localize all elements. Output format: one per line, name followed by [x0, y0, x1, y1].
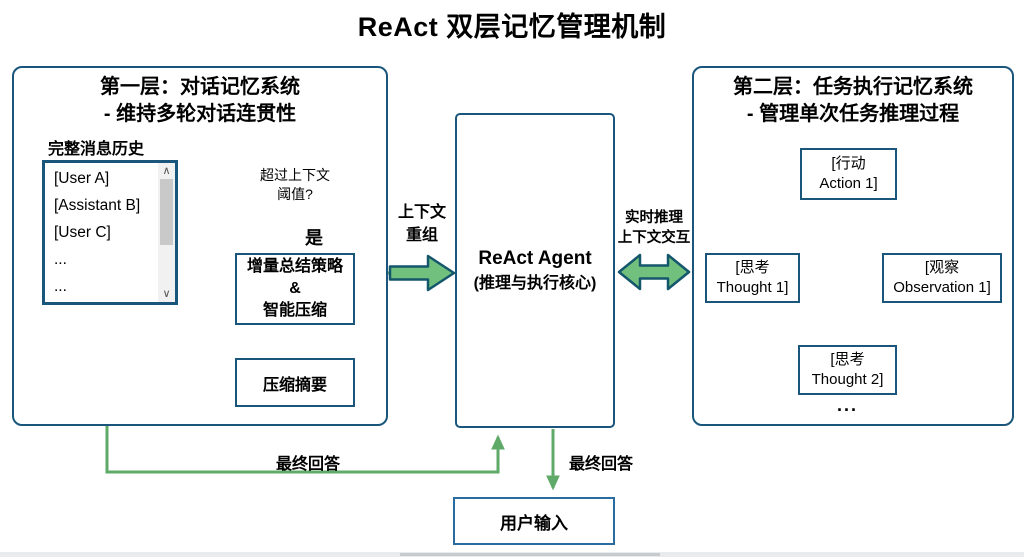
history-listbox[interactable]: [User A] [Assistant B] [User C] ... ... …: [42, 160, 178, 305]
summary-line1: 增量总结策略: [246, 258, 343, 275]
summary-strategy-box: 增量总结策略 & 智能压缩: [235, 253, 355, 325]
scroll-down-icon[interactable]: ∨: [162, 288, 171, 300]
layer2-title-line2: - 管理单次任务推理过程: [746, 103, 960, 125]
cycle-ellipsis: ...: [836, 395, 858, 415]
thought1-box: [思考 Thought 1]: [705, 253, 800, 303]
history-item: [User A]: [54, 170, 110, 187]
realtime-interaction-double-arrow: [617, 253, 691, 291]
bottom-edge-dark: [400, 553, 660, 556]
decision-text-line1: 超过上下文: [260, 167, 330, 183]
page-title: ReAct 双层记忆管理机制: [357, 12, 667, 42]
history-item: ...: [54, 278, 67, 295]
layer1-title-line1: 第一层：对话记忆系统: [100, 76, 300, 98]
observation-line2: Observation 1]: [893, 279, 991, 296]
react-agent-title: ReAct Agent: [478, 247, 592, 269]
recombine-label-line2: 重组: [405, 227, 438, 244]
action-line1: [行动: [831, 155, 866, 172]
user-input-box: 用户输入: [453, 497, 615, 545]
react-agent-subtitle: (推理与执行核心): [473, 274, 597, 292]
user-input-label: 用户输入: [500, 513, 568, 533]
layer1-title-line2: - 维持多轮对话连贯性: [103, 103, 297, 125]
decision-text: 超过上下文 阈值?: [245, 166, 345, 203]
summary-line2: &: [289, 280, 301, 297]
realtime-label-line1: 实时推理: [625, 210, 683, 226]
yes-label: 是: [305, 228, 323, 248]
scroll-up-icon[interactable]: ∧: [162, 165, 171, 177]
history-item: [User C]: [54, 224, 111, 241]
observation-line1: [观察: [924, 259, 960, 276]
history-label: 完整消息历史: [48, 141, 145, 158]
summary-line3: 智能压缩: [262, 302, 327, 319]
recombine-label-line1: 上下文: [397, 204, 446, 221]
action-box: [行动 Action 1]: [800, 148, 897, 200]
history-item: ...: [54, 251, 67, 268]
thought2-box: [思考 Thought 2]: [798, 345, 897, 395]
compress-summary-box: 压缩摘要: [235, 358, 355, 407]
thought1-line1: [思考: [735, 259, 770, 276]
layer2-title: 第二层：任务执行记忆系统 - 管理单次任务推理过程: [692, 74, 1014, 128]
decision-text-line2: 阈值?: [277, 185, 313, 202]
thought1-line2: Thought 1]: [716, 279, 789, 296]
action-line2: Action 1]: [819, 175, 878, 192]
history-scrollbar[interactable]: ∧ ∨: [158, 163, 175, 302]
layer1-title: 第一层：对话记忆系统 - 维持多轮对话连贯性: [12, 74, 388, 128]
history-item: [Assistant B]: [54, 197, 141, 214]
compress-label: 压缩摘要: [262, 376, 327, 394]
realtime-label-line2: 上下文交互: [617, 229, 691, 246]
history-items: [User A] [Assistant B] [User C] ... ...: [54, 165, 153, 300]
final-answer-label-left: 最终回答: [275, 456, 340, 473]
layer2-title-line1: 第二层：任务执行记忆系统: [733, 76, 973, 98]
observation-box: [观察 Observation 1]: [882, 253, 1002, 303]
realtime-interaction-label: 实时推理 上下文交互: [612, 209, 696, 248]
react-agent-box: ReAct Agent (推理与执行核心): [455, 113, 615, 428]
final-answer-label-right: 最终回答: [568, 456, 633, 473]
thought2-line1: [思考: [830, 351, 865, 368]
scroll-thumb[interactable]: [160, 179, 173, 245]
context-recombine-arrow: [388, 254, 456, 292]
context-recombine-label: 上下文 重组: [384, 201, 460, 247]
thought2-line2: Thought 2]: [811, 371, 884, 388]
